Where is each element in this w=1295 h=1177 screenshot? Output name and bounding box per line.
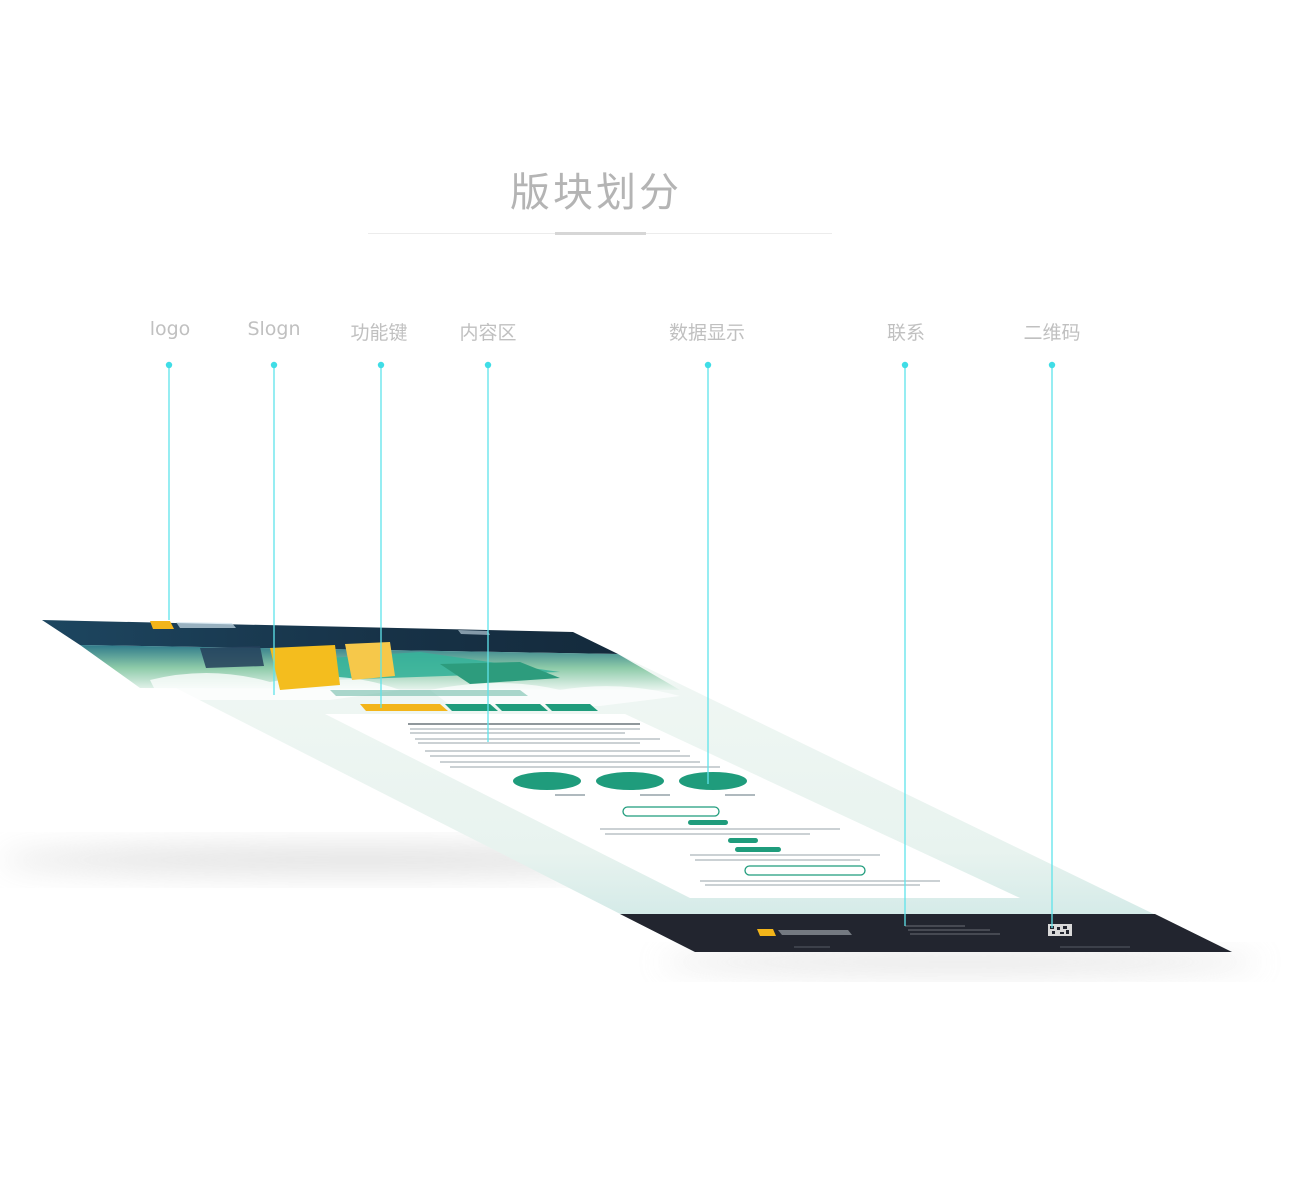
callout-dot-function-keys bbox=[377, 361, 385, 369]
callout-dot-qr-code bbox=[1048, 361, 1056, 369]
callout-dot-slogan bbox=[270, 361, 278, 369]
label-content-area: 内容区 bbox=[459, 322, 517, 344]
label-qr-code: 二维码 bbox=[1023, 322, 1081, 344]
mockup-section-tag-3 bbox=[735, 847, 781, 852]
label-data-display: 数据显示 bbox=[668, 322, 746, 344]
mockup-tab-4 bbox=[545, 704, 598, 711]
mockup-stat-3 bbox=[679, 772, 747, 790]
mockup-content-text bbox=[410, 728, 940, 886]
callout-dot-logo bbox=[165, 361, 173, 369]
label-slogan: Slogn bbox=[247, 318, 301, 340]
mockup-tab-3 bbox=[495, 704, 548, 711]
mockup-section-tag-1 bbox=[688, 820, 728, 825]
mockup-footer bbox=[620, 914, 1232, 952]
mockup-logo-text bbox=[176, 622, 236, 628]
mockup-slogan-glyph bbox=[270, 645, 340, 690]
mockup-footer-logo-text bbox=[778, 930, 852, 935]
callout-dots bbox=[165, 361, 1056, 369]
mockup-footer-logo-mark bbox=[757, 929, 776, 936]
mockup-footer-contact bbox=[905, 925, 1000, 935]
callout-dot-contact bbox=[901, 361, 909, 369]
callout-lines bbox=[168, 366, 1053, 928]
mockup-tab-active bbox=[360, 704, 448, 711]
callout-dot-content-area bbox=[484, 361, 492, 369]
mockup-tab-2 bbox=[445, 704, 498, 711]
label-contact: 联系 bbox=[886, 322, 926, 344]
mockup-section-tag-2 bbox=[728, 838, 758, 843]
mockup-slogan-glyph-2 bbox=[345, 642, 395, 680]
mockup-shadow-right bbox=[660, 952, 1260, 972]
mockup-stat-1 bbox=[513, 772, 581, 790]
callout-dot-data-display bbox=[704, 361, 712, 369]
mockup-header bbox=[42, 620, 618, 654]
mockup-slogan-glyph-3 bbox=[440, 662, 560, 684]
title-divider-accent bbox=[555, 232, 646, 235]
mockup-logo-mark bbox=[150, 621, 174, 629]
mockup-section-pill-2 bbox=[744, 865, 866, 876]
mockup-slogan-text bbox=[200, 646, 264, 668]
label-logo: logo bbox=[149, 318, 191, 340]
mockup-section-pill-1 bbox=[622, 806, 720, 817]
mockup-banner-cloud-2 bbox=[430, 683, 680, 706]
label-function-keys: 功能键 bbox=[350, 322, 408, 344]
mockup-slogan-strip bbox=[330, 690, 528, 696]
page-title: 版块划分 bbox=[510, 170, 682, 216]
mockup-header-link bbox=[458, 630, 490, 635]
mockup-content-panel bbox=[325, 714, 1020, 898]
mockup-stat-2 bbox=[596, 772, 664, 790]
